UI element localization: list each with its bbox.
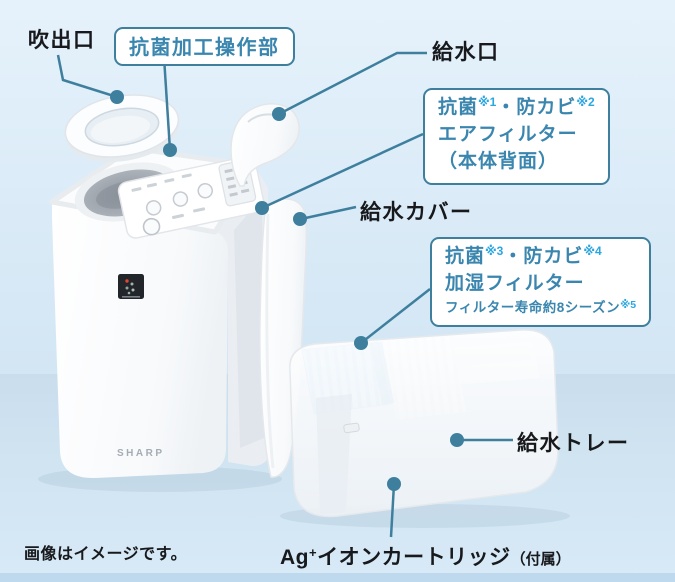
label-air-outlet: 吹出口 (28, 29, 96, 52)
tray-window (316, 394, 352, 514)
water-cover-line (300, 205, 357, 221)
humidifying-filter-line (360, 288, 431, 344)
footnote-ref-1: ※1 (478, 95, 497, 109)
floor-edge-strip (0, 573, 675, 582)
tray-clip (343, 422, 360, 434)
air-filter-line2: エアフィルター (438, 123, 578, 145)
water-tray (289, 329, 559, 518)
air-outlet-line (56, 54, 118, 99)
footnote-ref-2: ※2 (576, 95, 595, 109)
air-filter-line (261, 132, 424, 210)
callout-dots (110, 90, 464, 491)
label-box-humidifying-filter: 抗菌※3・防カビ※4 加湿フィルター フィルター寿命約8シーズン※5 (430, 237, 652, 328)
air-filter-line1: 抗菌※1・防カビ※2 (438, 95, 595, 118)
body-tank-bay (234, 198, 264, 448)
label-water-inlet: 給水口 (432, 41, 500, 64)
body-front-face (52, 202, 228, 479)
label-water-cover: 給水カバー (360, 201, 473, 224)
label-ag-cartridge: Ag+イオンカートリッジ（付属） (280, 545, 571, 569)
main-body: SHARP (49, 145, 270, 479)
ag-cartridge-line (389, 483, 396, 538)
water-inlet-line (278, 51, 427, 116)
humidifying-filter-line2: 加湿フィルター (445, 272, 585, 294)
label-water-tray: 給水トレー (517, 432, 630, 455)
label-box-air-filter: 抗菌※1・防カビ※2 エアフィルター （本体背面） (423, 88, 610, 185)
air-outlet-ring (64, 94, 180, 162)
humidifying-filter-line1: 抗菌※3・防カビ※4 (445, 244, 602, 267)
water-inlet-spout (230, 103, 300, 187)
image-disclaimer: 画像はイメージです。 (24, 546, 188, 563)
tray-shell (289, 329, 559, 518)
humidifying-filter-life: フィルター寿命約8シーズン※5 (445, 298, 637, 315)
footnote-ref-3: ※3 (485, 244, 504, 258)
plus-superscript: + (309, 545, 318, 560)
control-panel-line (162, 56, 172, 151)
label-box-control-panel: 抗菌加工操作部 (114, 27, 295, 66)
footnote-ref-4: ※4 (583, 244, 602, 258)
plasmacluster-badge (118, 274, 144, 299)
air-filter-line3: （本体背面） (438, 150, 559, 172)
brand-logo: SHARP (117, 448, 165, 459)
footnote-ref-5: ※5 (620, 298, 637, 311)
callout-lines (56, 51, 513, 538)
